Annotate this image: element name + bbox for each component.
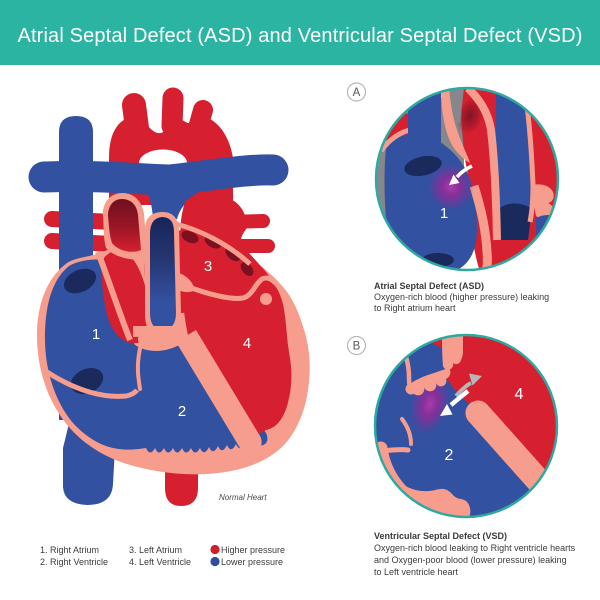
svg-text:2: 2 bbox=[445, 447, 454, 464]
svg-text:1: 1 bbox=[440, 205, 448, 222]
svg-text:4: 4 bbox=[515, 386, 524, 403]
svg-text:4: 4 bbox=[243, 335, 251, 352]
svg-text:1: 1 bbox=[92, 326, 100, 343]
svg-text:2: 2 bbox=[178, 403, 186, 420]
svg-text:3: 3 bbox=[204, 258, 212, 275]
svg-text:B: B bbox=[353, 341, 361, 353]
svg-text:A: A bbox=[353, 87, 361, 99]
